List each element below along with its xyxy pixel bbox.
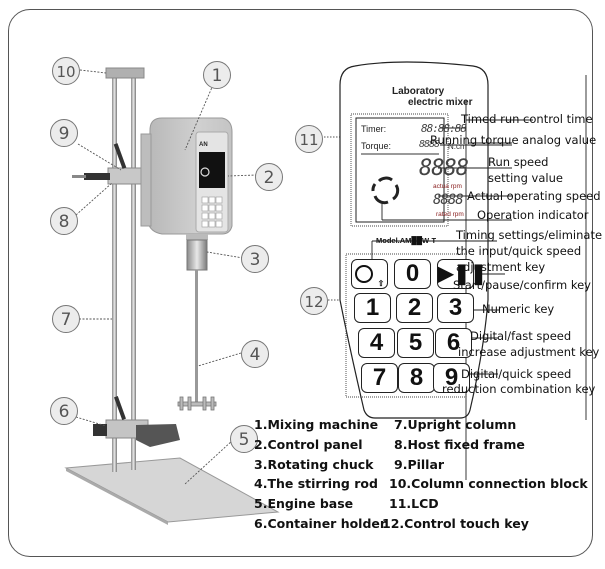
annotation-decrease-2: reduction combination key [442,382,596,396]
callout-6: 6 [50,397,78,425]
column-connection-block [105,67,145,79]
key-8[interactable]: 8 [398,363,435,393]
legend-item: 3.Rotating chuck [254,456,374,472]
annotation-decrease-1: Digital/quick speed [461,367,572,381]
engine-base [64,457,280,523]
keypad-dotted [345,253,467,398]
callout-4: 4 [241,340,269,368]
annotation-start-pause: Start/pause/confirm key [453,278,591,292]
lcd-timer-label: Timer: [361,124,387,134]
annotation-run-speed-1: Run speed [488,155,549,169]
lcd-torque-label: Torque: [361,141,392,151]
key-9[interactable]: 9 [433,363,470,393]
rotating-chuck [186,239,208,271]
annotation-timed-run: Timed run control time [461,112,593,126]
key-3[interactable]: 3 [437,293,474,323]
legend-item: 2.Control panel [254,436,363,452]
lcd-set-speed-value: 8888 [419,156,469,181]
legend-item: 10.Column connection block [389,476,588,492]
callout-1: 1 [203,61,231,89]
annotation-timing-2: the input/quick speed [456,244,582,258]
legend-item: 7.Upright column [394,417,517,432]
callout-8: 8 [50,207,78,235]
lcd-actual-speed-unit: rated rpm [436,211,464,218]
annotation-numeric: Numeric key [482,302,555,316]
annotation-torque: Running torque analog value [430,133,597,147]
upright-column [112,76,117,472]
impeller [177,396,217,411]
annotation-operation: Operation indicator [477,208,589,222]
operation-indicator [371,176,400,205]
lcd-set-speed-unit: actua rpm [433,183,462,190]
start-pause-key[interactable]: ▶❚❚ [437,259,487,289]
key-5[interactable]: 5 [397,328,434,358]
key-1[interactable]: 1 [354,293,391,323]
callout-10: 10 [52,57,80,85]
diagram-frame [8,9,593,557]
annotation-increase-2: increase adjustment key [458,345,600,359]
up-arrow-icon: ⇧ [377,279,385,288]
lcd-timer-value: 88:88:88 [421,122,467,135]
clock-icon [354,265,373,283]
key-2[interactable]: 2 [396,293,433,323]
svg-text:AN: AN [199,142,208,148]
annotation-actual-speed: Actual operating speed [467,189,601,203]
legend-item: 8.Host fixed frame [394,436,525,452]
callout-7: 7 [52,305,80,333]
pillar [131,76,136,470]
lcd-torque-unit: N.cm [448,142,467,151]
remote-title-line1: Laboratory [392,86,445,97]
annotation-timing-1: Timing settings/eliminate [456,228,603,242]
legend-item: 6.Container holder [254,515,387,531]
annotation-timing-3: adjustment key [456,260,546,274]
legend-right: 7.Upright column 8.Host fixed frame 9.Pi… [382,415,588,534]
legend-item: 9.Pillar [394,456,445,472]
stirring-rod [195,270,198,405]
lcd-torque-value: 8888 [419,139,440,150]
legend-item: 4.The stirring rod [254,476,378,492]
annotation-run-speed-2: setting value [488,171,563,185]
remote-title-line2: electric mixer [408,97,473,108]
lcd-actual-speed-value: 8888 [433,192,464,208]
key-7[interactable]: 7 [361,363,398,393]
annotation-increase-1: Digital/fast speed [470,329,572,343]
play-pause-icon: ▶❚❚ [438,263,487,285]
key-4[interactable]: 4 [358,328,395,358]
legend-item: 5.Engine base [254,496,354,512]
key-0[interactable]: 0 [394,259,431,289]
legend-left: 1.Mixing machine 2.Control panel 3.Rotat… [254,415,386,534]
callout-11: 11 [295,125,323,153]
key-6[interactable]: 6 [435,328,472,358]
legend-item: 1.Mixing machine [254,417,379,432]
callout-9: 9 [50,119,78,147]
lcd-outer-dotted [350,113,449,227]
legend-item: 11.LCD [389,496,439,512]
callout-5: 5 [230,425,258,453]
callout-2: 2 [255,163,283,191]
callout-12: 12 [300,287,328,315]
legend-item: 12.Control touch key [382,515,529,531]
timer-key[interactable]: ⇧ [351,259,388,289]
lcd-screen [355,117,445,223]
callout-3: 3 [241,245,269,273]
model-label: Model.AM██W-T [376,236,437,245]
container-holder [93,396,180,447]
